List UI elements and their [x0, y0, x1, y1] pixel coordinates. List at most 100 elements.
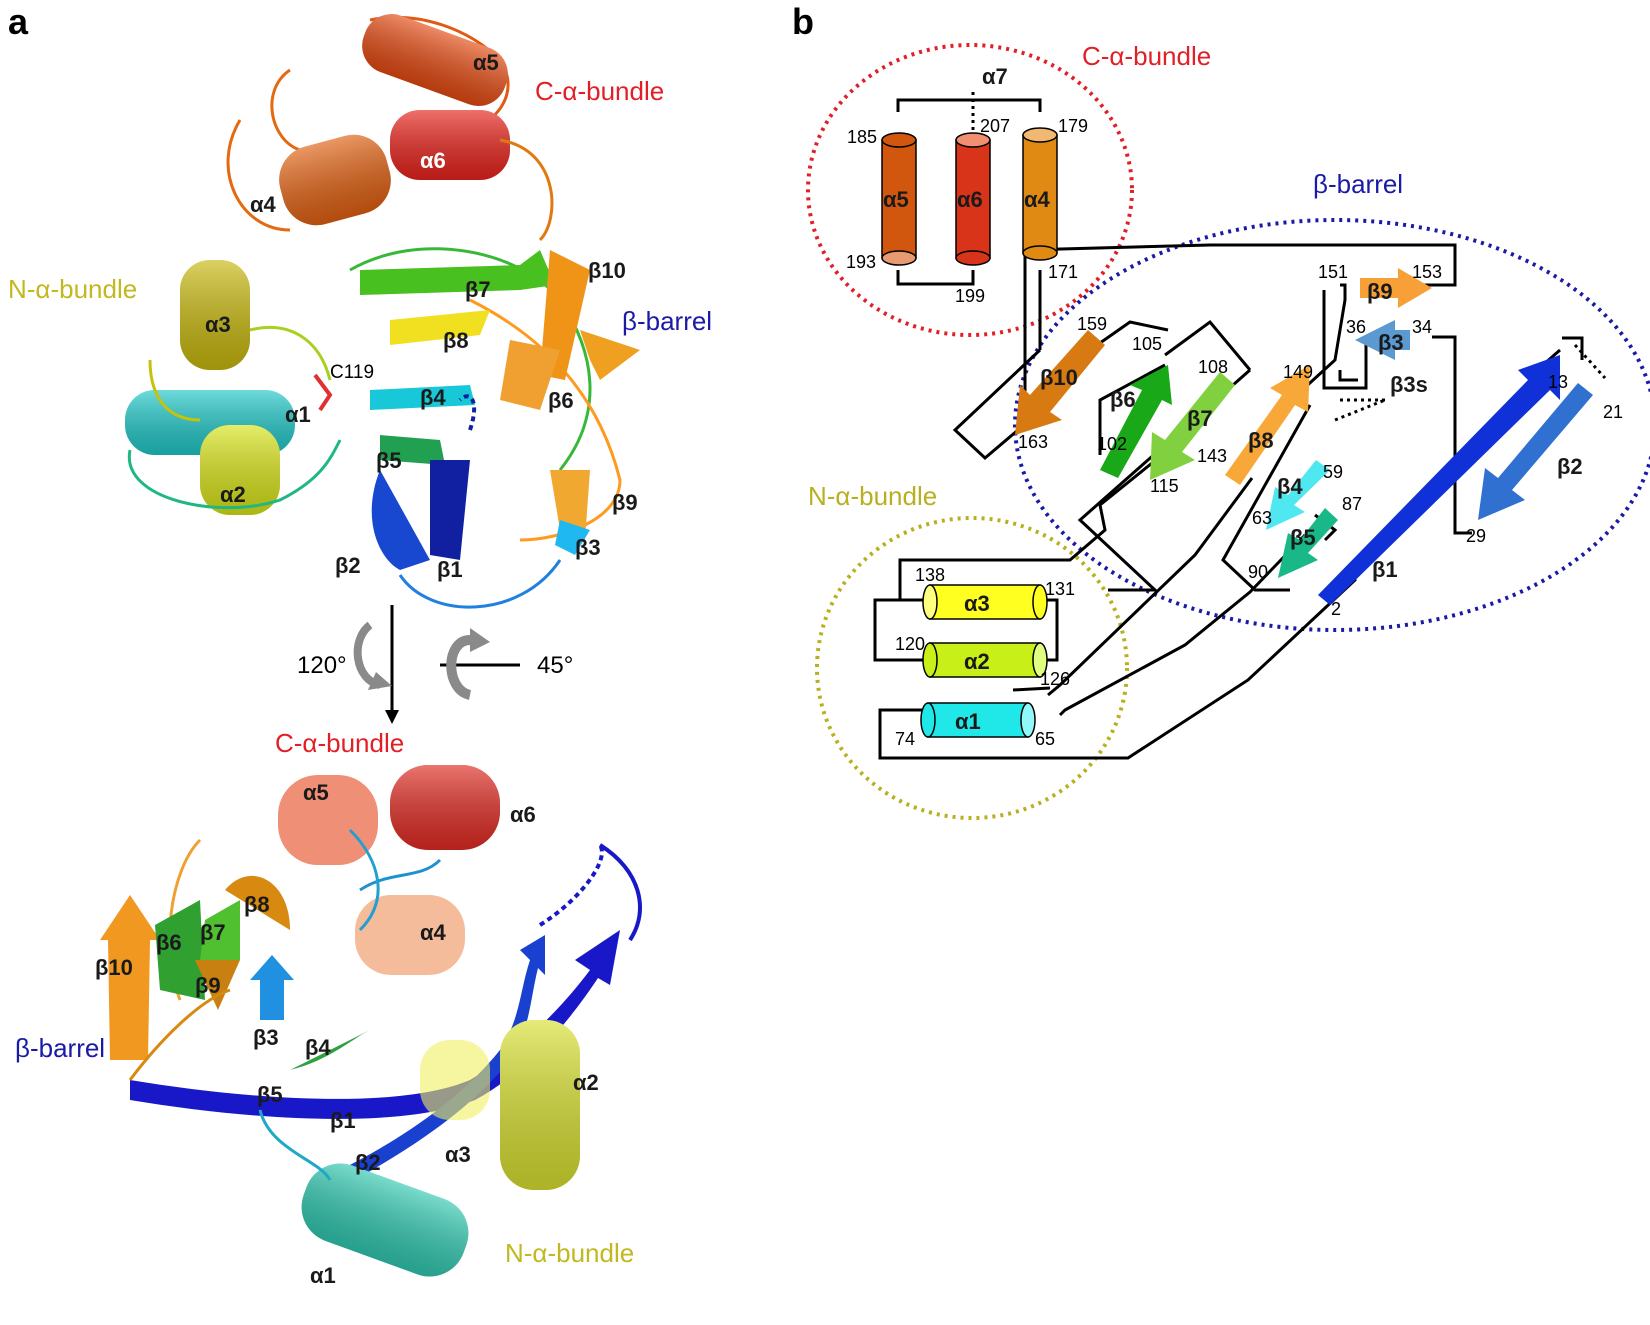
a-bottom-beta5-label: β5: [257, 1082, 283, 1107]
res-199: 199: [955, 286, 985, 306]
cyl-alpha2: [922, 642, 1048, 678]
strand-beta10-bottom-ribbon: [100, 895, 160, 1060]
arrow-beta5: [1278, 508, 1338, 578]
res-13: 13: [1548, 372, 1568, 392]
b-beta-barrel-label: β-barrel: [1313, 169, 1403, 199]
loop-ribbon: [270, 68, 301, 152]
cyl-alpha3: [922, 584, 1048, 620]
res-34: 34: [1412, 317, 1432, 337]
a-top-alpha4-label: α4: [250, 192, 277, 217]
a-top-alpha2-label: α2: [220, 482, 246, 507]
a-bottom-beta9-label: β9: [195, 973, 221, 998]
a-top-beta10-label: β10: [588, 258, 626, 283]
res-151: 151: [1318, 262, 1348, 282]
strand-beta2-ribbon: [371, 470, 430, 570]
arrow-beta4: [1266, 460, 1330, 530]
a-top-beta8-label: β8: [443, 328, 469, 353]
a-bottom-alpha4-label: α4: [420, 920, 447, 945]
res-115: 115: [1150, 476, 1179, 496]
res-29: 29: [1466, 526, 1486, 546]
a-bottom-beta1-label: β1: [330, 1108, 356, 1133]
a-bottom-alpha1-label: α1: [310, 1263, 336, 1288]
res-105: 105: [1132, 334, 1162, 354]
rotation-symbols: 120° 45°: [297, 605, 573, 724]
a-top-c-bundle-label: C-α-bundle: [535, 76, 664, 106]
strand-beta3-ribbon: [555, 520, 590, 555]
res-36: 36: [1346, 317, 1366, 337]
strand-beta8-ribbon: [390, 310, 490, 345]
b-c-bundle-label: C-α-bundle: [1082, 41, 1211, 71]
rotation-arrow-120-head: [368, 672, 392, 690]
res-108: 108: [1198, 357, 1228, 377]
cyl-alpha5: [881, 132, 917, 266]
a-bottom-beta6-label: β6: [156, 930, 182, 955]
strand-beta10-ribbon: [540, 250, 590, 380]
strand-beta9-bottom-ribbon: [195, 960, 240, 1010]
strand-beta6-ribbon: [500, 340, 560, 410]
a-bottom-n-bundle-label: N-α-bundle: [505, 1238, 634, 1268]
beta-barrel-ellipse: [1013, 218, 1650, 632]
a-top-beta9-label: β9: [612, 490, 638, 515]
beta1-beta2-dotted-link: [1573, 343, 1607, 380]
b-beta8-label: β8: [1248, 428, 1274, 453]
a-top-beta3-label: β3: [575, 535, 601, 560]
res-63: 63: [1252, 508, 1272, 528]
arrow-beta10: [1015, 330, 1105, 435]
cyl-alpha4: [1022, 127, 1058, 261]
b-beta5-label: β5: [1290, 525, 1316, 550]
res-138: 138: [915, 565, 945, 585]
b-alpha4-label: α4: [1024, 187, 1051, 212]
res-74: 74: [895, 729, 915, 749]
res-102: 102: [1097, 434, 1127, 454]
b-beta7-label: β7: [1187, 406, 1213, 431]
rotation-arrow-45-head: [470, 628, 490, 652]
a-bottom-alpha6-label: α6: [510, 802, 536, 827]
arrow-beta8: [1225, 365, 1310, 485]
a-top-beta-barrel-label: β-barrel: [622, 306, 712, 336]
b-alpha2-label: α2: [964, 649, 990, 674]
strand-beta5-bottom-ribbon: [290, 1030, 370, 1070]
res-90: 90: [1248, 562, 1268, 582]
a-bottom-beta7-label: β7: [200, 920, 226, 945]
rotation-axis-arrowhead: [385, 710, 399, 724]
strand-beta6-head: [580, 330, 640, 380]
panel-a-letter: a: [8, 1, 29, 42]
a-top-alpha6-label: α6: [420, 148, 446, 173]
a-top-alpha1-label: α1: [285, 402, 311, 427]
a-bottom-beta-barrel-label: β-barrel: [15, 1033, 105, 1063]
arrow-beta2: [1478, 383, 1593, 520]
strand-beta4-ribbon: [370, 385, 475, 410]
b-beta9-label: β9: [1367, 279, 1393, 304]
b-beta4-label: β4: [1277, 474, 1303, 499]
helix-alpha5-ribbon: [362, 14, 508, 106]
a-bottom-beta3-label: β3: [253, 1025, 279, 1050]
res-87: 87: [1342, 494, 1362, 514]
b-beta3s-label: β3s: [1390, 372, 1428, 397]
b-beta3-label: β3: [1378, 330, 1404, 355]
res-185: 185: [847, 127, 877, 147]
helix-alpha6-ribbon: [390, 110, 510, 180]
b-beta2-label: β2: [1557, 454, 1583, 479]
strand-beta5-ribbon: [380, 435, 445, 465]
helix-alpha6-bottom-ribbon: [390, 765, 500, 850]
rotation-arrow-45: [446, 635, 472, 700]
res-153: 153: [1412, 262, 1442, 282]
b-beta10-label: β10: [1040, 365, 1078, 390]
arrow-beta1: [1318, 355, 1560, 605]
arrow-beta9: [1360, 268, 1432, 308]
res-163: 163: [1018, 432, 1048, 452]
b-beta1-label: β1: [1372, 557, 1398, 582]
panel-b-letter: b: [792, 1, 814, 42]
b-n-bundle-label: N-α-bundle: [808, 481, 937, 511]
helix-alpha4-bottom-ribbon: [355, 895, 465, 975]
strand-beta8-bottom-ribbon: [225, 875, 290, 930]
beta4-dotted-link: [1334, 398, 1386, 422]
a-top-beta1-label: β1: [437, 557, 463, 582]
arrow-beta7: [1150, 372, 1235, 480]
a-bottom-beta8-label: β8: [244, 892, 270, 917]
res-126: 126: [1040, 669, 1070, 689]
a-top-beta7-label: β7: [465, 277, 491, 302]
res-179: 179: [1058, 116, 1088, 136]
strand-beta3-bottom-ribbon: [250, 955, 294, 1020]
